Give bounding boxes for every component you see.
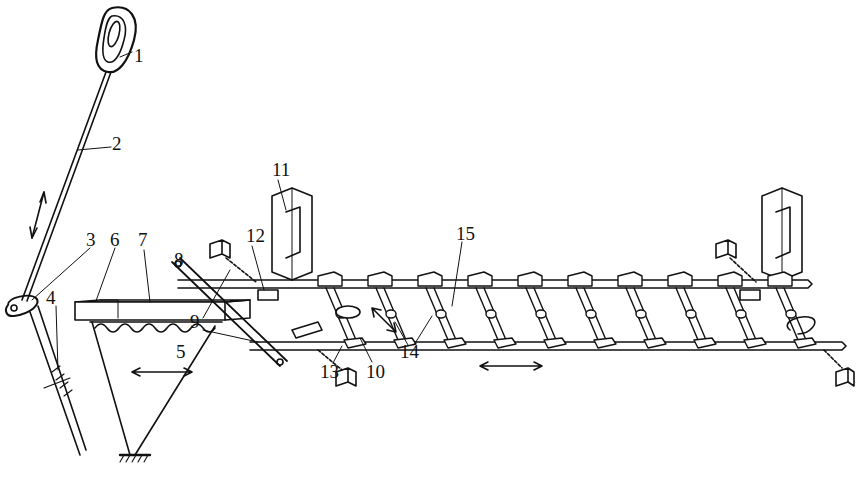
rung xyxy=(536,310,546,318)
callout-number: 2 xyxy=(112,134,122,153)
rung xyxy=(626,288,656,340)
callout-number: 13 xyxy=(320,362,339,381)
rung xyxy=(376,288,406,340)
callout-number: 12 xyxy=(246,226,265,245)
rung xyxy=(618,272,642,286)
rung xyxy=(468,272,492,286)
rung xyxy=(518,272,542,286)
rung xyxy=(768,272,792,286)
rung xyxy=(694,338,716,348)
callout-number: 4 xyxy=(46,288,56,307)
rung xyxy=(544,338,566,348)
callout-number: 5 xyxy=(176,342,186,361)
rung xyxy=(644,338,666,348)
rung xyxy=(776,288,806,340)
rung xyxy=(418,272,442,286)
rung xyxy=(794,338,816,348)
rung xyxy=(576,288,606,340)
rung xyxy=(486,310,496,318)
callout-number: 9 xyxy=(190,312,200,331)
callout-number: 1 xyxy=(134,46,144,65)
rung xyxy=(526,288,556,340)
rung xyxy=(676,288,706,340)
callout-number: 7 xyxy=(138,230,148,249)
rung xyxy=(568,272,592,286)
callout-number: 14 xyxy=(400,342,419,361)
rung xyxy=(426,288,456,340)
rung xyxy=(436,310,446,318)
callout-number: 15 xyxy=(456,224,475,243)
rung xyxy=(444,338,466,348)
rung xyxy=(744,338,766,348)
rung xyxy=(368,272,392,286)
rung xyxy=(786,310,796,318)
rung xyxy=(318,272,342,286)
rung xyxy=(476,288,506,340)
callout-number: 6 xyxy=(110,230,120,249)
rung xyxy=(668,272,692,286)
rung xyxy=(586,310,596,318)
rung xyxy=(386,310,396,318)
callout-number: 8 xyxy=(174,250,184,269)
callout-number: 3 xyxy=(86,230,96,249)
callout-number: 10 xyxy=(366,362,385,381)
callout-number: 11 xyxy=(272,160,290,179)
rung xyxy=(636,310,646,318)
rung xyxy=(686,310,696,318)
rung xyxy=(736,310,746,318)
rung xyxy=(494,338,516,348)
rung xyxy=(594,338,616,348)
rung xyxy=(718,272,742,286)
